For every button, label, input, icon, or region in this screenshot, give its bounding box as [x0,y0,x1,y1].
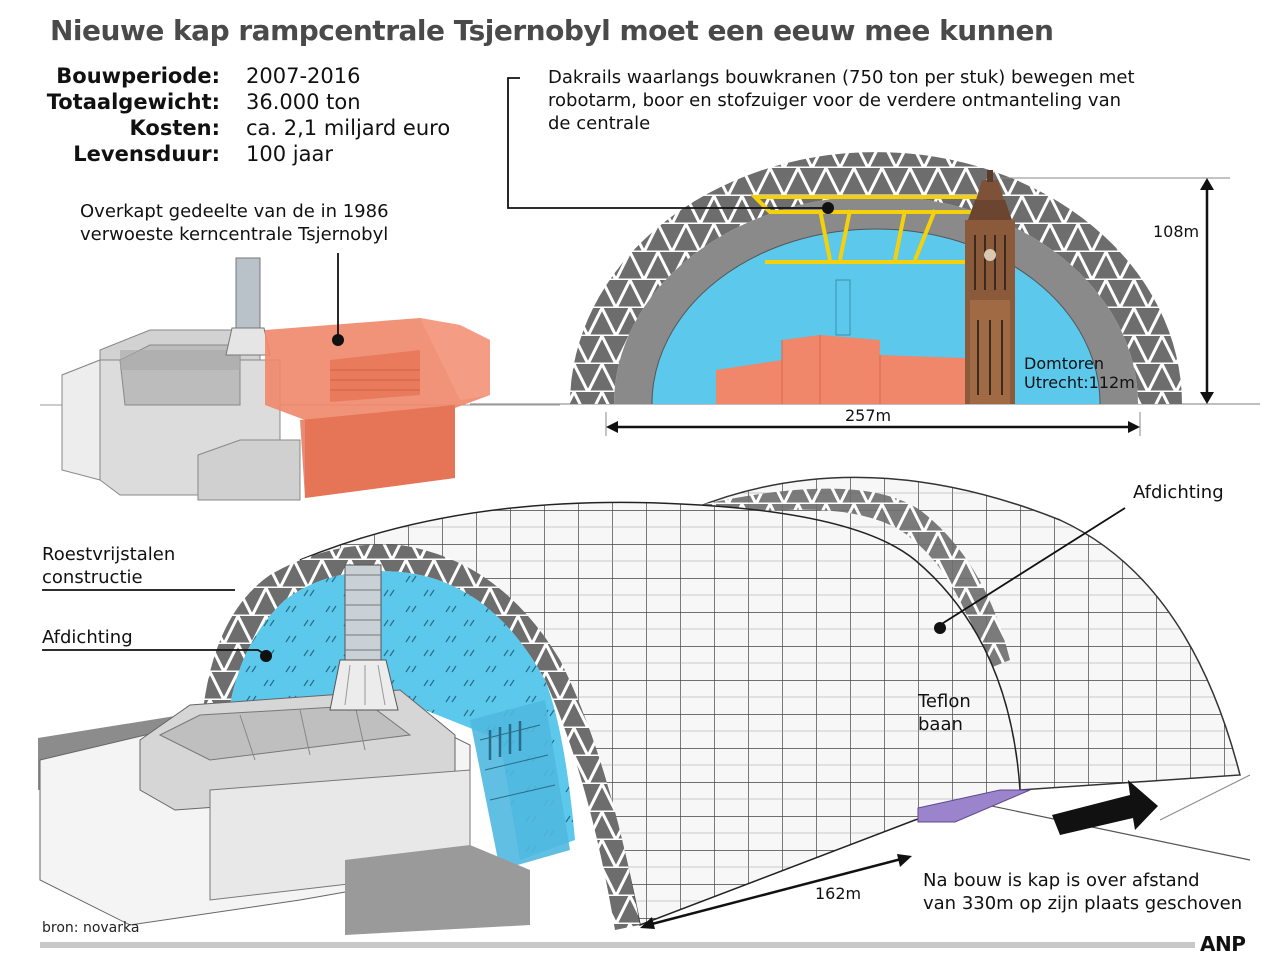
fact-value-lifespan: 100 jaar [246,142,333,166]
label-length: 162m [815,884,862,903]
label-tower-line1: Domtoren [1024,354,1104,373]
fact-value-cost: ca. 2,1 miljard euro [246,116,451,140]
label-rails-line1: Dakrails waarlangs bouwkranen (750 ton p… [548,67,1135,88]
fact-label-lifespan: Levensduur: [73,142,220,166]
width-dimension [605,412,1141,436]
height-dimension [1000,177,1230,404]
label-teflon-line1: Teflon [918,691,971,712]
label-rails-line3: de centrale [548,113,651,134]
callout-dot-seal-left [260,650,272,662]
cross-section-illustration [470,77,1260,436]
label-teflon-line2: baan [918,714,963,735]
label-moved-line2: van 330m op zijn plaats geschoven [923,893,1243,914]
label-width: 257m [845,406,892,425]
label-moved-line1: Na bouw is kap is over afstand [923,870,1200,891]
label-seal-left: Afdichting [42,627,133,648]
label-height: 108m [1153,222,1200,241]
fact-value-weight: 36.000 ton [246,90,361,114]
label-seal-right: Afdichting [1133,482,1224,503]
arch-3d-illustration [38,476,1251,935]
ventilation-stack [225,257,271,356]
seal-left [225,571,575,860]
callout-dot-covered [332,334,344,346]
label-tower-line2: Utrecht:112m [1024,373,1135,392]
label-covered-line2: verwoeste kerncentrale Tsjernobyl [80,224,389,245]
footer-rule [40,942,1195,948]
label-rails-line2: robotarm, boor en stofzuiger voor de ver… [548,90,1122,111]
page-title: Nieuwe kap rampcentrale Tsjernobyl moet … [50,14,1054,47]
reactor-building-front [39,564,530,935]
agency-logo: ANP [1200,932,1246,956]
label-covered-line1: Overkapt gedeelte van de in 1986 [80,201,389,222]
source-credit: bron: novarka [42,920,140,936]
callout-dot-crane [822,202,834,214]
slide-direction-arrow [1052,780,1158,835]
fact-label-cost: Kosten: [129,116,220,140]
teflon-rail [917,789,1031,823]
label-steel-line1: Roestvrijstalen [42,544,176,565]
fact-label-period: Bouwperiode: [56,64,220,88]
fact-value-period: 2007-2016 [246,64,361,88]
fact-label-weight: Totaalgewicht: [46,90,220,114]
reactor-cross-section [716,279,965,404]
domtoren-tower [965,170,1015,404]
reactor-building-illustration [40,253,560,501]
covered-reactor-part [265,318,490,498]
callout-dot-seal-right [934,622,946,634]
label-steel-line2: constructie [42,567,143,588]
